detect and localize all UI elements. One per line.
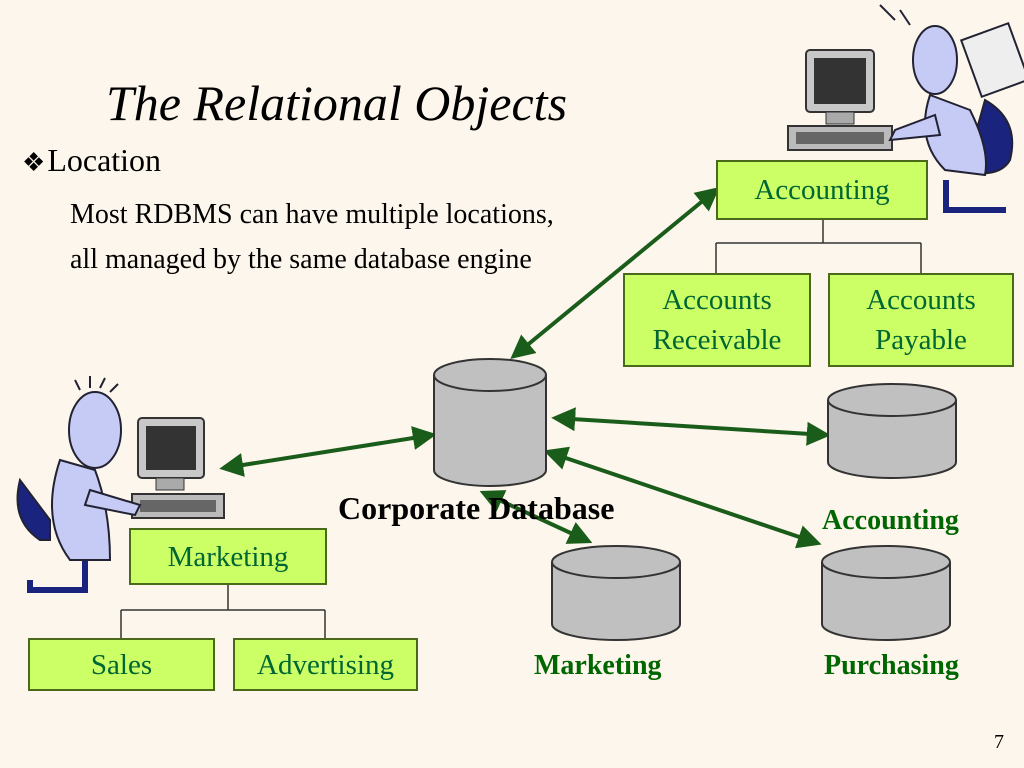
corporate-database-label: Corporate Database [338, 490, 615, 526]
accounts-receivable-label-line2: Receivable [652, 324, 782, 356]
purchasing-database-cylinder [821, 545, 951, 641]
person-icon [16, 376, 142, 593]
body-text: Most RDBMS can have multiple locations, … [70, 199, 554, 275]
marketing-database-label: Marketing [534, 650, 662, 681]
accounting-database-cylinder [827, 383, 957, 479]
sales-box: Sales [28, 638, 215, 691]
arrows [219, 186, 831, 549]
slide-title: The Relational Objects [106, 75, 568, 131]
accounts-payable-label-line1: Accounts [866, 284, 976, 316]
accounting-department-label: Accounting [754, 174, 890, 206]
arrow-corp-marketing-dept [219, 426, 437, 477]
computer-icon [131, 417, 225, 519]
corporate-database-cylinder [433, 358, 547, 487]
bullet-label: Location [47, 142, 162, 178]
sales-label: Sales [90, 648, 153, 681]
arrow-corp-accounting-db [551, 407, 831, 446]
purchasing-database-label: Purchasing [824, 650, 959, 681]
page-number: 7 [994, 731, 1004, 753]
accounts-receivable-box: Accounts Receivable [623, 273, 811, 367]
accounts-payable-label-line2: Payable [875, 324, 967, 356]
diamond-bullet-icon: ❖ [22, 148, 46, 177]
computer-icon [787, 49, 893, 151]
arrow-corp-accounting-dept [510, 186, 720, 360]
marketing-department-label: Marketing [167, 540, 289, 573]
marketing-database-cylinder [551, 545, 681, 641]
arrow-corp-purchasing-db [543, 446, 822, 549]
person-icon [879, 4, 1024, 213]
accounts-payable-box: Accounts Payable [828, 273, 1014, 367]
advertising-label: Advertising [257, 648, 394, 681]
accounts-receivable-label-line1: Accounts [662, 284, 772, 316]
advertising-box: Advertising [233, 638, 418, 691]
bullet-location: ❖Location [22, 142, 161, 179]
marketing-department-box: Marketing [129, 528, 327, 585]
accounting-department-box: Accounting [716, 160, 928, 220]
accounting-database-label: Accounting [822, 505, 959, 536]
arrow-corp-marketing-db [479, 490, 593, 544]
